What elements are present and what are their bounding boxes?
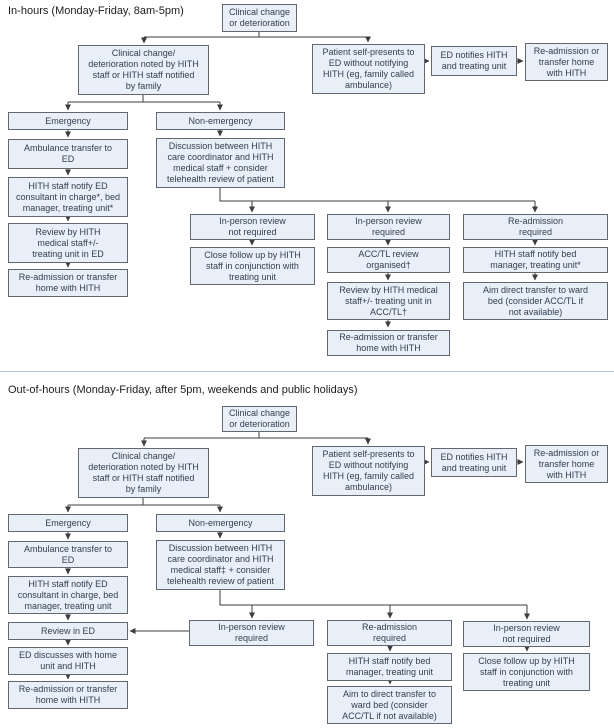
node-aim-direct-transfer: Aim direct transfer to ward bed (conside… [463,282,608,320]
node-review-required: In-person review required [327,214,450,240]
node-readmission-or-home-mid: Re-admission or transfer home with HITH [327,330,450,356]
node-close-follow-up: Close follow up by HITH staff in conjunc… [190,247,315,285]
node-ambulance-transfer: Ambulance transfer to ED [8,139,128,169]
node-patient-self-presents: Patient self-presents to ED without noti… [312,446,425,496]
node-readmission-or-home-left: Re-admission or transfer home with HITH [8,269,128,297]
in-hours-title: In-hours (Monday-Friday, 8am-5pm) [8,5,184,17]
node-ambulance-transfer: Ambulance transfer to ED [8,541,128,568]
node-review-by-medical-staff-ed: Review by HITH medical staff+/- treating… [8,223,128,263]
node-readmission-or-home-left: Re-admission or transfer home with HITH [8,681,128,709]
node-review-in-ed: Review in ED [8,622,128,640]
node-aim-direct-transfer: Aim to direct transfer to ward bed (cons… [327,686,452,724]
section-divider [0,371,614,372]
node-readmission-or-home-top: Re-admission or transfer home with HITH [525,43,608,81]
node-notify-ed-consultant: HITH staff notify ED consultant in charg… [8,576,128,614]
node-emergency: Emergency [8,112,128,130]
node-notify-ed-consultant: HITH staff notify ED consultant in charg… [8,177,128,217]
node-close-follow-up: Close follow up by HITH staff in conjunc… [463,653,590,691]
node-emergency: Emergency [8,514,128,532]
node-discussion-telehealth: Discussion between HITH care coordinator… [156,138,285,188]
node-review-not-required: In-person review not required [463,621,590,647]
node-notify-bed-manager: HITH staff notify bed manager, treating … [463,247,608,273]
node-ed-notifies-hith: ED notifies HITH and treating unit [431,46,517,76]
node-ed-notifies-hith: ED notifies HITH and treating unit [431,448,517,477]
out-of-hours-title: Out-of-hours (Monday-Friday, after 5pm, … [8,384,358,396]
node-review-in-acc-tl: Review by HITH medical staff+/- treating… [327,282,450,320]
node-clinical-change-start: Clinical change or deterioration [222,406,297,432]
node-clinical-change-start: Clinical change or deterioration [222,4,297,32]
node-readmission-required: Re-admission required [463,214,608,240]
node-acc-tl-review-organised: ACC/TL review organised† [327,247,450,273]
node-readmission-or-home-top: Re-admission or transfer home with HITH [525,445,608,483]
node-discussion-telehealth: Discussion between HITH care coordinator… [156,540,285,590]
node-patient-self-presents: Patient self-presents to ED without noti… [312,44,425,94]
node-notify-bed-manager: HITH staff notify bed manager, treating … [327,653,452,681]
node-non-emergency: Non-emergency [156,514,285,532]
node-ed-discusses-home-unit: ED discusses with home unit and HITH [8,647,128,675]
connector-lines-out-of-hours [65,432,530,685]
node-review-required: In-person review required [189,620,314,646]
node-non-emergency: Non-emergency [156,112,285,130]
node-change-noted-by-hith: Clinical change/ deterioration noted by … [78,45,209,95]
node-change-noted-by-hith: Clinical change/ deterioration noted by … [78,448,209,498]
connector-lines-in-hours [65,32,538,328]
node-readmission-required: Re-admission required [327,620,452,646]
node-review-not-required: In-person review not required [190,214,315,240]
